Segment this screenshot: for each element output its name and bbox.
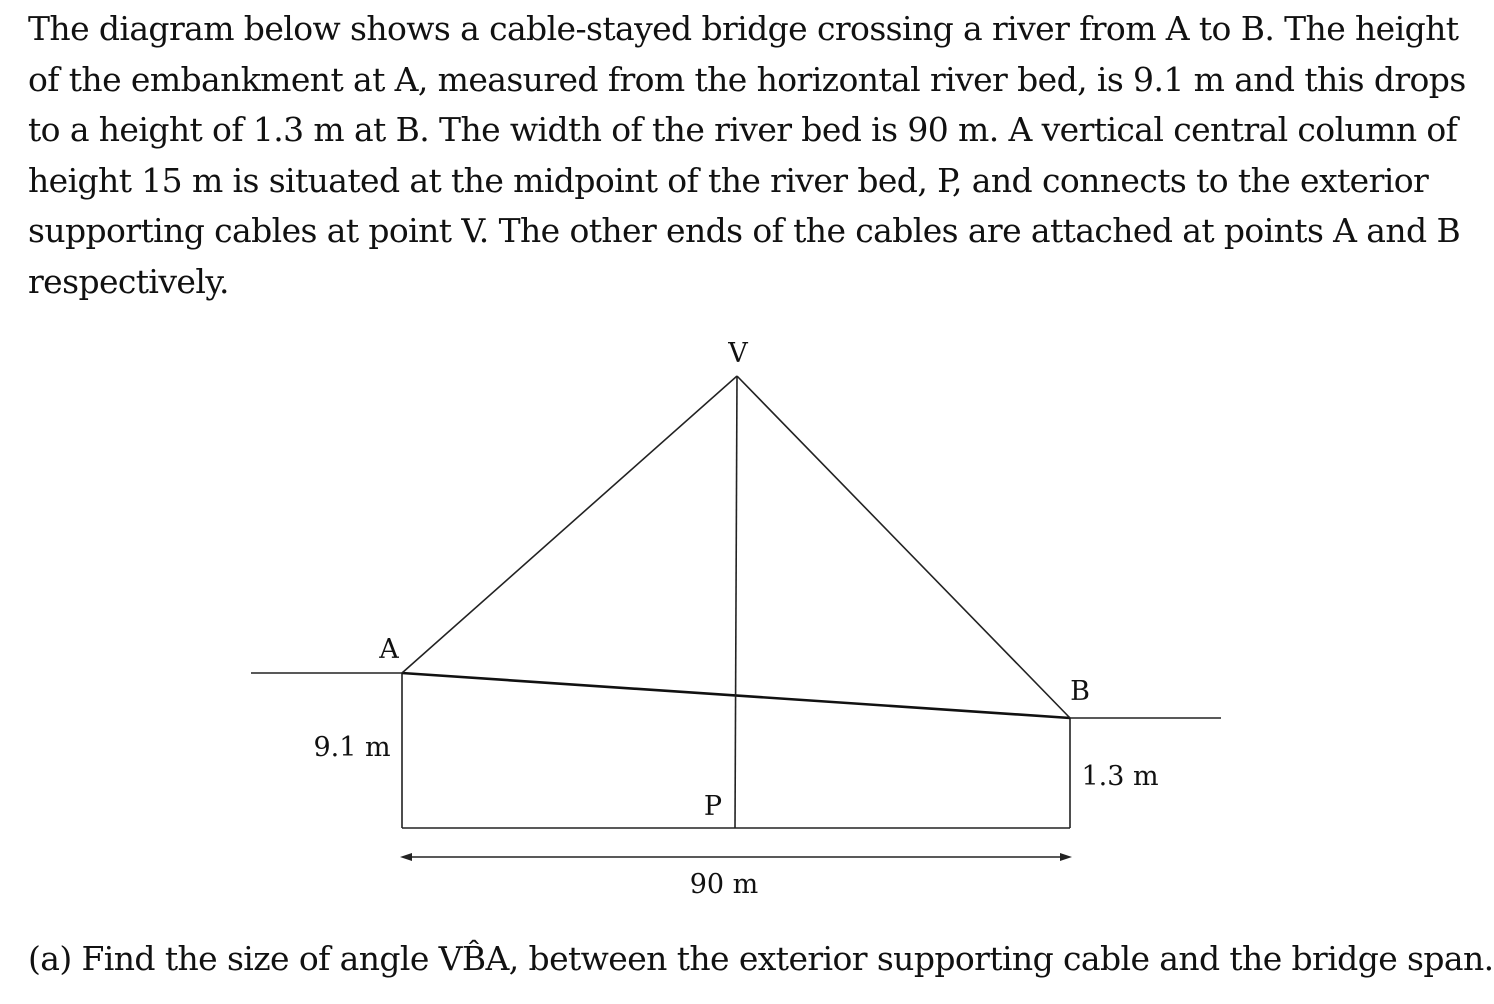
label-height-b: 1.3 m <box>1081 761 1158 792</box>
width-arrow-left-icon <box>400 853 412 861</box>
problem-line-1: The diagram below shows a cable-stayed b… <box>28 9 1459 48</box>
label-p: P <box>704 791 722 822</box>
problem-line-2: of the embankment at A, measured from th… <box>28 59 1466 99</box>
central-column-line <box>734 375 738 829</box>
cable-vb-line <box>736 375 1071 719</box>
label-b: B <box>1070 676 1090 707</box>
width-arrow-right-icon <box>1060 853 1072 861</box>
problem-line-5: supporting cables at point V. The other … <box>28 211 1461 250</box>
problem-line-3: to a height of 1.3 m at B. The width of … <box>28 110 1458 149</box>
label-a: A <box>378 634 399 665</box>
label-v: V <box>727 338 748 369</box>
problem-statement: The diagram below shows a cable-stayed b… <box>28 4 1466 307</box>
problem-line-4: height 15 m is situated at the midpoint … <box>28 160 1429 200</box>
label-width: 90 m <box>690 869 759 900</box>
problem-line-6: respectively. <box>28 261 229 301</box>
cable-va-line <box>401 375 738 674</box>
label-height-a: 9.1 m <box>313 732 390 763</box>
question-a: (a) Find the size of angle VB̂A, between… <box>28 939 1494 978</box>
bridge-diagram: V A B P 9.1 m 1.3 m 90 m <box>251 338 1221 900</box>
